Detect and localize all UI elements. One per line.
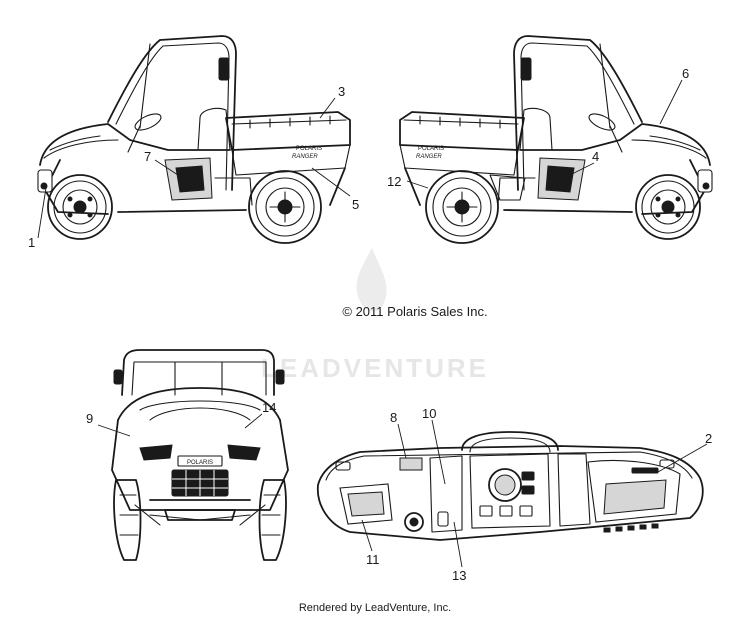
decal-polaris-front: POLARIS — [187, 460, 213, 466]
decal-ranger-left: RANGER — [292, 154, 318, 160]
watermark: LEADVENTURE — [261, 248, 489, 383]
rear-wheel-right — [425, 170, 499, 244]
front-wheel-left — [47, 174, 113, 240]
callout-numbers: 1 2 3 4 5 6 7 8 9 10 11 12 13 14 — [28, 66, 712, 583]
side-view-right: POLARIS RANGER — [399, 35, 713, 244]
callout-3: 3 — [338, 84, 345, 99]
decal-ranger-right: RANGER — [416, 154, 442, 160]
callout-13: 13 — [452, 568, 466, 583]
callout-9: 9 — [86, 411, 93, 426]
front-wheel-right — [635, 174, 701, 240]
callout-8: 8 — [390, 410, 397, 425]
watermark-text: LEADVENTURE — [261, 353, 489, 383]
callout-7: 7 — [144, 149, 151, 164]
credit-text: Rendered by LeadVenture, Inc. — [299, 602, 451, 614]
callout-11: 11 — [366, 552, 380, 567]
callout-5: 5 — [352, 197, 359, 212]
callout-12: 12 — [387, 174, 401, 189]
side-view-left: POLARIS RANGER — [37, 35, 351, 244]
decal-polaris-left: POLARIS — [296, 146, 322, 152]
decal-polaris-right: POLARIS — [418, 146, 444, 152]
rear-wheel-left — [248, 170, 322, 244]
cargo-ribs — [249, 115, 331, 129]
callout-4: 4 — [592, 149, 599, 164]
dashboard-view — [317, 431, 704, 541]
callout-6: 6 — [682, 66, 689, 81]
copyright-text: © 2011 Polaris Sales Inc. — [342, 304, 487, 319]
callout-10: 10 — [422, 406, 436, 421]
front-view: POLARIS — [111, 349, 289, 561]
leader-lines — [37, 79, 708, 568]
grille-mesh — [172, 470, 228, 496]
cargo-ribs-right — [419, 115, 501, 129]
dash-bottom-tabs — [603, 523, 659, 533]
callout-1: 1 — [28, 235, 35, 250]
callout-14: 14 — [262, 400, 276, 415]
callout-2: 2 — [705, 431, 712, 446]
